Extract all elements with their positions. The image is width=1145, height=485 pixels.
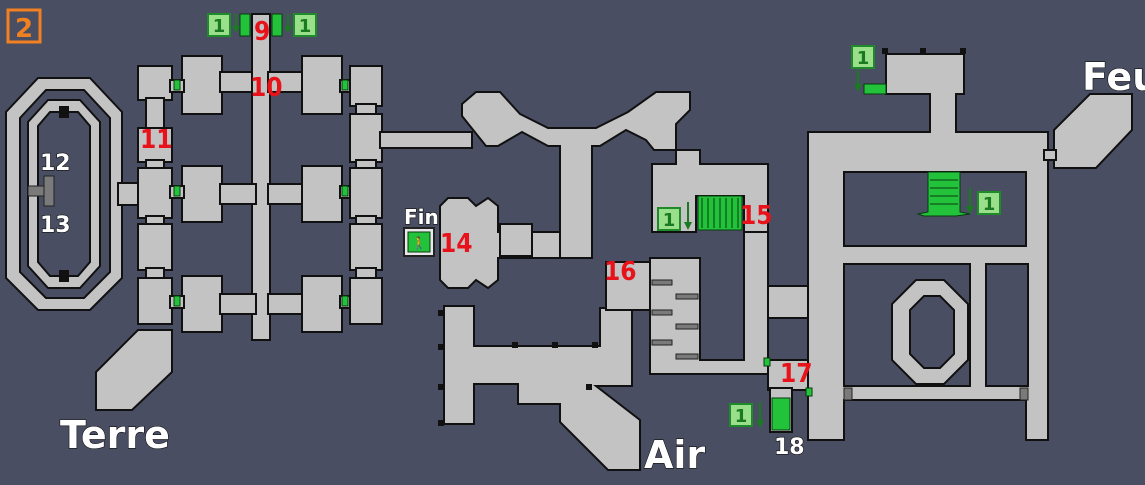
- room-9: 9: [254, 17, 270, 47]
- stair-badge-9-left[interactable]: 1: [207, 13, 240, 37]
- room-13: 13: [40, 213, 71, 238]
- west-column: [137, 65, 173, 325]
- svg-text:1: 1: [213, 16, 226, 37]
- doors: [173, 13, 813, 397]
- svg-text:1: 1: [983, 194, 996, 215]
- zone-air: Air: [644, 433, 705, 477]
- east-column: [349, 65, 383, 325]
- stair-badge-9-right[interactable]: 1: [284, 13, 317, 37]
- room-16: 16: [604, 257, 637, 287]
- svg-text:1: 1: [735, 406, 748, 427]
- ring-room: [5, 77, 123, 311]
- room-15: 15: [740, 201, 773, 231]
- central-block: [169, 13, 353, 341]
- zone-terre: Terre: [60, 413, 170, 457]
- jagged-hall: [461, 91, 691, 259]
- room-18: 18: [774, 435, 805, 460]
- svg-text:1: 1: [299, 16, 312, 37]
- room-14: 14: [440, 229, 473, 259]
- stepped-room: [649, 231, 769, 375]
- level-number: 2: [15, 14, 33, 44]
- room-11: 11: [140, 125, 173, 155]
- stair-badge-feu-top[interactable]: 1: [851, 45, 875, 92]
- level-badge: 2: [6, 8, 42, 44]
- svg-text:1: 1: [857, 48, 870, 69]
- svg-text:1: 1: [663, 210, 676, 231]
- feu-complex: [807, 48, 1049, 441]
- zone-feu: Feu: [1082, 55, 1145, 99]
- fin-label: Fin: [404, 205, 439, 229]
- stair-badge-15[interactable]: 1: [657, 202, 692, 231]
- air-section: [438, 261, 651, 471]
- room-17: 17: [780, 359, 813, 389]
- feu-ramp: [1053, 93, 1133, 169]
- stair-badge-18[interactable]: 1: [729, 402, 764, 428]
- fin-room: 🚶 Fin: [403, 196, 561, 290]
- exit-person-icon: 🚶: [412, 236, 427, 250]
- room-12: 12: [40, 151, 71, 176]
- terre-ramp: [95, 329, 173, 411]
- room-10: 10: [250, 73, 283, 103]
- stair-badge-feu-right[interactable]: 1: [966, 188, 1001, 215]
